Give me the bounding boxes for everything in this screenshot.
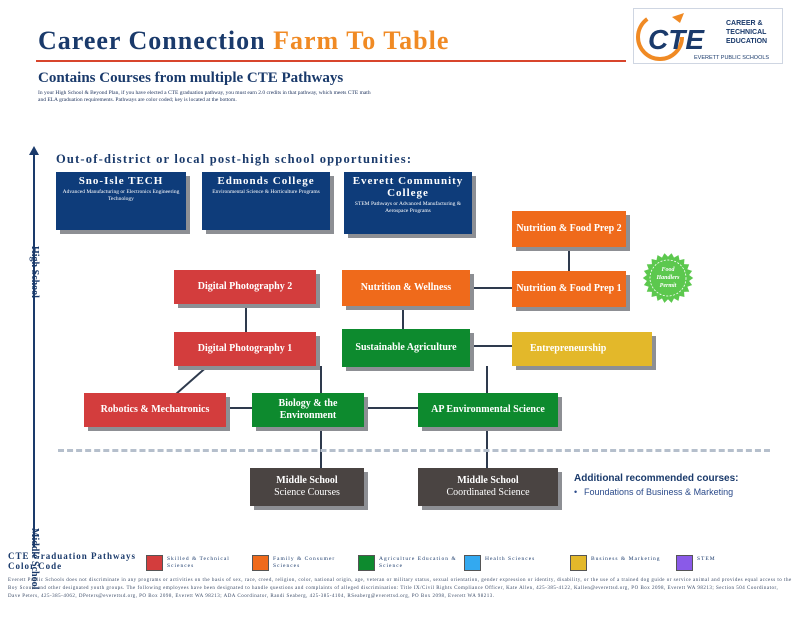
page-title: Career Connection Farm To Table [38, 26, 449, 56]
college-box-everett-cc: Everett Community College STEM Pathways … [344, 172, 472, 234]
connector-line [470, 345, 512, 347]
college-box-edmonds: Edmonds College Environmental Science & … [202, 172, 330, 230]
course-ms-science: Middle School Science Courses [250, 468, 364, 506]
legend-label: Skilled & Technical Sciences [167, 556, 230, 569]
course-nutrition-food-prep-1: Nutrition & Food Prep 1 [512, 271, 626, 307]
course-digital-photography-2: Digital Photography 2 [174, 270, 316, 304]
subtitle: Contains Courses from multiple CTE Pathw… [38, 70, 344, 86]
intro-text: In your High School & Beyond Plan, if yo… [38, 90, 371, 103]
course-ms-science-sub: Science Courses [274, 487, 340, 498]
connector-line [486, 426, 488, 468]
title-accent: Farm To Table [273, 26, 450, 55]
food-handlers-permit-badge-icon [641, 251, 695, 305]
connector-line [402, 304, 404, 330]
axis-arrow-icon [29, 146, 39, 155]
cte-logo: CTE CAREER & TECHNICAL EDUCATION EVERETT… [633, 8, 783, 64]
badge-text: Food Handlers Permit [656, 267, 680, 289]
course-ms-coordinated: Middle School Coordinated Science [418, 468, 558, 506]
cte-logo-icon: CTE CAREER & TECHNICAL EDUCATION EVERETT… [636, 13, 769, 61]
college-desc: STEM Pathways or Advanced Manufacturing … [354, 201, 462, 214]
logo-line-3: EDUCATION [726, 38, 767, 45]
course-digital-photography-1: Digital Photography 1 [174, 332, 316, 366]
college-desc: Advanced Manufacturing or Electronics En… [62, 189, 180, 202]
connector-line [226, 407, 252, 409]
legend-swatch [252, 555, 269, 571]
college-name: Sno-Isle TECH [78, 175, 164, 187]
legend-swatch [146, 555, 163, 571]
course-nutrition-wellness: Nutrition & Wellness [342, 270, 470, 306]
legend-label: STEM [697, 556, 716, 562]
course-sustainable-agriculture: Sustainable Agriculture [342, 329, 470, 367]
college-name: Everett Community College [352, 175, 464, 199]
logo-cte-text: CTE [648, 24, 705, 55]
college-box-sno-isle: Sno-Isle TECH Advanced Manufacturing or … [56, 172, 186, 230]
course-ms-coordinated-title: Middle School [457, 475, 519, 486]
course-ms-science-title: Middle School [276, 475, 338, 486]
additional-courses-title: Additional recommended courses: [574, 473, 739, 484]
list-item: Foundations of Business & Marketing [574, 487, 764, 498]
legend-title: CTE Graduation Pathways Color Code [8, 551, 137, 571]
legend-swatch [676, 555, 693, 571]
course-nutrition-food-prep-2: Nutrition & Food Prep 2 [512, 211, 626, 247]
legend-swatch [464, 555, 481, 571]
legend-label: Health Sciences [485, 556, 536, 562]
connector-line [320, 366, 322, 394]
course-ap-environmental-science: AP Environmental Science [418, 393, 558, 427]
legend-label: Family & Consumer Sciences [273, 556, 336, 569]
connector-diagonal [175, 363, 211, 395]
grade-divider-dashed [58, 449, 770, 452]
course-robotics-mechatronics: Robotics & Mechatronics [84, 393, 226, 427]
legend-label: Agriculture Education & Science [379, 556, 457, 569]
college-name: Edmonds College [217, 175, 315, 187]
college-desc: Environmental Science & Horticulture Pro… [212, 189, 320, 195]
course-ms-coordinated-sub: Coordinated Science [446, 487, 530, 498]
logo-line-1: CAREER & [726, 20, 763, 27]
course-entrepreneurship: Entrepreneurship [512, 332, 652, 366]
additional-courses: Additional recommended courses: Foundati… [574, 473, 764, 498]
legend-swatch [570, 555, 587, 571]
connector-line [320, 426, 322, 468]
connector-line [568, 247, 570, 271]
connector-line [364, 407, 418, 409]
legend-swatch [358, 555, 375, 571]
connector-line [245, 304, 247, 332]
grade-axis-line [33, 152, 35, 547]
nondiscrimination-footer: Everett Public Schools does not discrimi… [8, 578, 792, 599]
post-high-school-heading: Out-of-district or local post-high schoo… [56, 152, 413, 166]
axis-label-high-school: High School [29, 246, 40, 298]
logo-line-4: EVERETT PUBLIC SCHOOLS [694, 55, 769, 61]
course-biology-environment: Biology & the Environment [252, 393, 364, 427]
title-main: Career Connection [38, 26, 274, 55]
connector-line [486, 366, 488, 394]
logo-line-2: TECHNICAL [726, 29, 767, 36]
title-underline [36, 60, 626, 62]
connector-line [470, 287, 512, 289]
legend-label: Business & Marketing [591, 556, 661, 562]
